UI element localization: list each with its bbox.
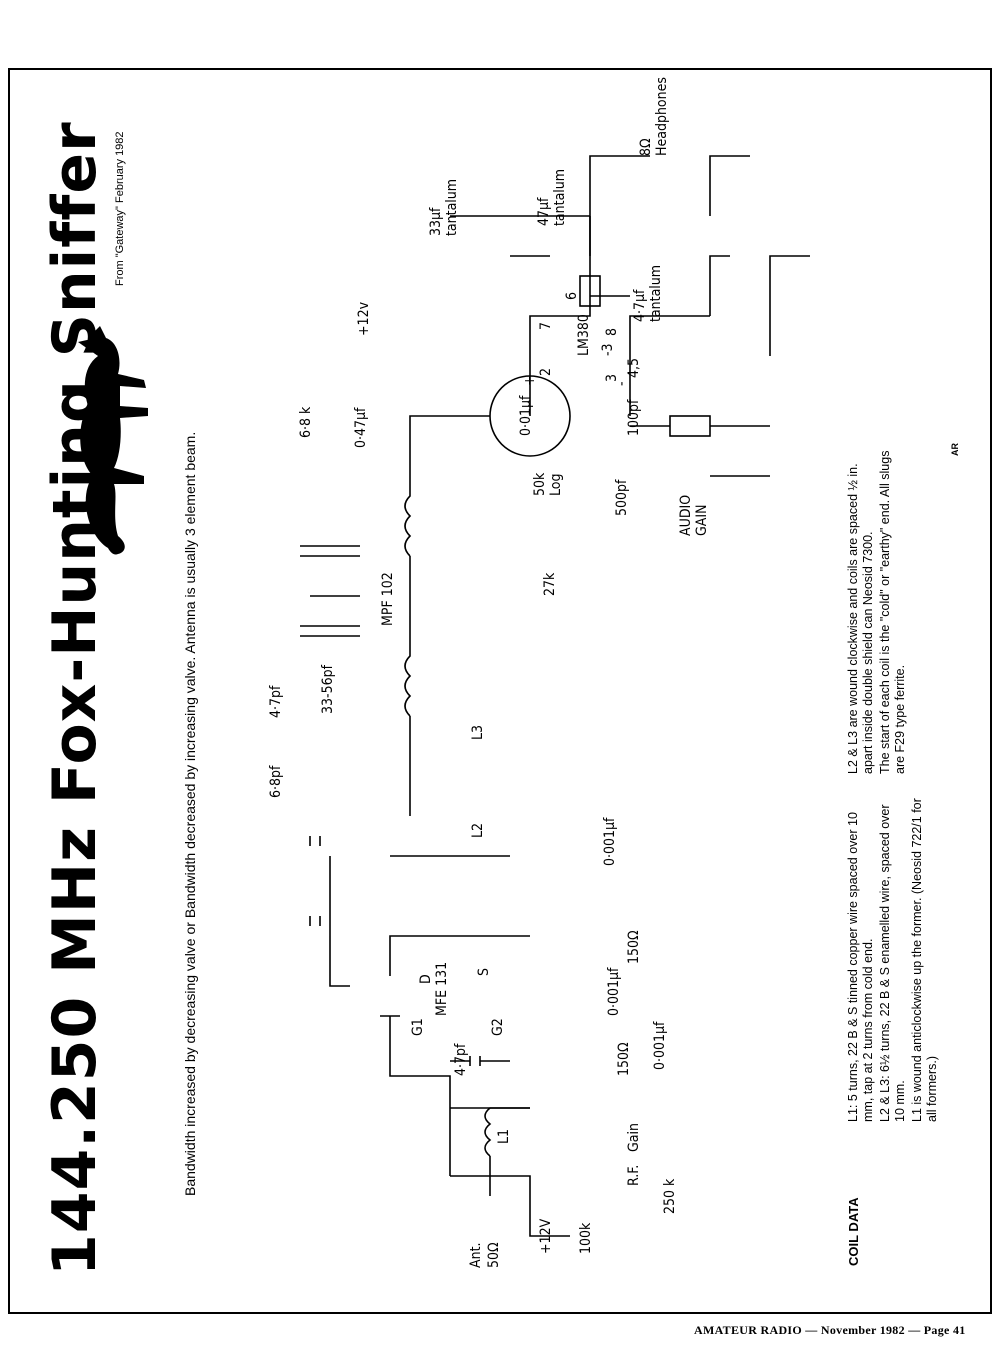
label-hp-ohm: 8Ω (638, 138, 654, 156)
label-rf: R.F. (626, 1165, 642, 1186)
label-pin8: 8 (604, 328, 620, 336)
label-c47pf-g1: 4·7pf (453, 1043, 469, 1076)
wire (529, 216, 591, 416)
label-pin45: 4,5 (626, 358, 642, 378)
label-gain: GAIN (694, 504, 710, 536)
label-l2: L2 (470, 823, 486, 838)
label-r27k: 27k (542, 572, 558, 596)
wire (589, 155, 650, 256)
cap-47pf-g1 (469, 1056, 481, 1066)
cap-47pf-top (300, 545, 360, 557)
coil-data-heading: COIL DATA (846, 1197, 861, 1266)
resistor-68k (579, 275, 601, 307)
rotated-page: 144.250 MHz Fox-Hunting Sniffer From "Ga… (10, 70, 994, 1316)
coil-l2l3-wound: L2 & L3 are wound clockwise and coils ar… (846, 463, 875, 774)
label-rfgain: Gain (626, 1123, 642, 1152)
label-r150-s: 150Ω (626, 930, 642, 964)
fox-icon (78, 326, 148, 555)
page-frame: 144.250 MHz Fox-Hunting Sniffer From "Ga… (8, 68, 992, 1314)
schematic-diagram: Ant. 50Ω L1 4·7pf G1 MFE 131 G2 D S 150Ω… (268, 77, 810, 1268)
inductor-l3 (404, 456, 412, 557)
wire (629, 315, 710, 416)
label-c47big: 47μf (536, 197, 552, 226)
label-c0001-c: 0·001μf (602, 817, 618, 866)
wire (709, 255, 730, 316)
label-c68pf: 6·8pf (268, 765, 284, 798)
label-plus: + (522, 375, 538, 386)
label-headphones: Headphones (654, 77, 670, 156)
label-c500: 500pf (614, 479, 630, 516)
label-trim: 33-56pf (320, 664, 336, 714)
label-r100k: 100k (578, 1222, 594, 1254)
label-d: D (418, 974, 434, 984)
label-plus12v-top: +12v (356, 301, 372, 336)
label-pin7: 7 (538, 322, 554, 330)
cap-68pf (300, 625, 360, 637)
coil-l1-wound: L1 is wound anticlockwise up the former.… (910, 798, 939, 1122)
label-r150-g2: 150Ω (616, 1042, 632, 1076)
label-log: Log (548, 474, 564, 496)
label-audio: AUDIO (678, 495, 694, 536)
label-lm380-suffix: -3 (600, 343, 616, 356)
label-c0001-b: 0·001μf (652, 1021, 668, 1070)
label-c47pf-top: 4·7pf (268, 685, 284, 718)
label-tantalum1: tantalum (444, 179, 460, 236)
label-ant: Ant. (468, 1242, 484, 1268)
ar-mark: AR (950, 443, 960, 456)
label-tantalum2: tantalum (648, 265, 664, 322)
wire (409, 415, 490, 456)
cap-0001-b (309, 836, 321, 846)
label-s: S (476, 968, 492, 976)
label-g1: G1 (410, 1018, 426, 1036)
cap-0001-a (309, 916, 321, 926)
wire (389, 935, 530, 976)
label-tantalum3: tantalum (552, 169, 568, 226)
wire (430, 1075, 451, 1176)
inductor-l1 (484, 1107, 530, 1157)
label-pot250k: 250 k (662, 1178, 678, 1214)
wire (709, 155, 750, 216)
label-plus12v-bottom: +12V (538, 1218, 554, 1254)
coil-data-col2: L2 & L3 are wound clockwise and coils ar… (846, 434, 910, 774)
label-c100: 100pf (626, 399, 642, 436)
label-l1: L1 (496, 1129, 512, 1144)
label-pin2: 2 (538, 368, 554, 376)
label-minus: - (614, 381, 630, 386)
wire (769, 255, 810, 356)
label-c0001-a: 0·001μf (606, 967, 622, 1016)
label-l3: L3 (470, 725, 486, 740)
label-g2: G2 (490, 1018, 506, 1036)
wire (389, 1016, 430, 1077)
label-pin6: 6 (564, 292, 580, 300)
label-lm380: LM380 (576, 314, 592, 356)
resistor-27k (669, 415, 711, 437)
label-ant-imp: 50Ω (486, 1242, 502, 1268)
label-pin3: 3 (604, 374, 620, 382)
label-pot50k: 50k (532, 472, 548, 496)
label-mpf102: MPF 102 (380, 572, 396, 626)
label-mfe131: MFE 131 (434, 962, 450, 1016)
label-r68k: 6·8 k (298, 406, 314, 438)
label-c047: 0·47μf (353, 407, 369, 448)
wire (329, 936, 350, 987)
coil-l1: L1: 5 turns, 22 B & S tinned copper wire… (846, 812, 875, 1122)
coil-start: The start of each coil is the "cold" or … (878, 450, 907, 774)
label-c001: 0·01μf (518, 395, 534, 436)
coil-data-col1: L1: 5 turns, 22 B & S tinned copper wire… (846, 792, 942, 1122)
inductor-l2 (404, 616, 412, 717)
page-footer: AMATEUR RADIO — November 1982 — Page 41 (694, 1323, 966, 1337)
coil-l2l3: L2 & L3: 6½ turns, 22 B & S enamelled wi… (878, 804, 907, 1122)
label-c33: 33μf (428, 207, 444, 236)
label-c47uf: 4·7μf (632, 289, 648, 322)
